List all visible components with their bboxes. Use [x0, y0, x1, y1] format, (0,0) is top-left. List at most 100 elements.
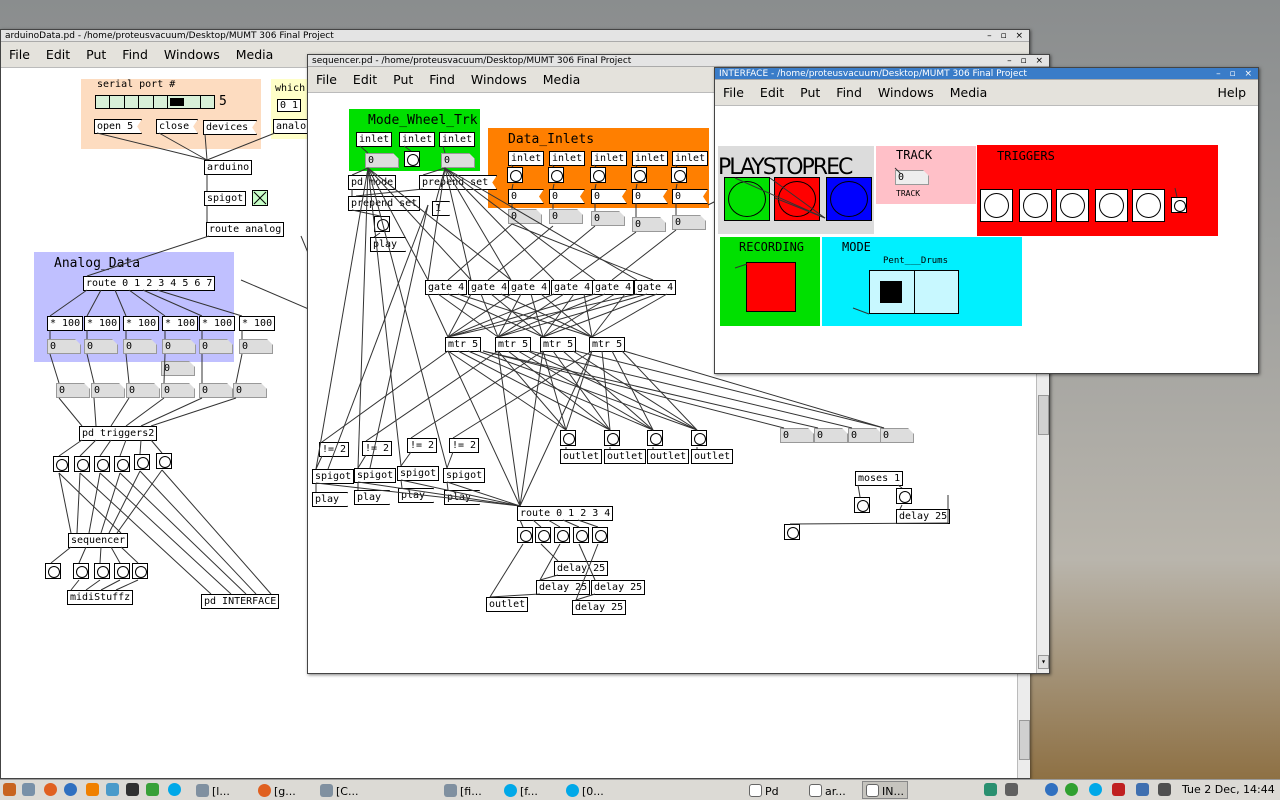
- menu-windows[interactable]: Windows: [470, 72, 527, 87]
- bang[interactable]: [517, 527, 533, 543]
- menu-media[interactable]: Media: [235, 47, 274, 62]
- bang[interactable]: [554, 527, 570, 543]
- menu-media[interactable]: Media: [542, 72, 581, 87]
- prepend-set-message[interactable]: prepend set: [419, 175, 497, 190]
- trigger-bang-3[interactable]: [1095, 189, 1128, 222]
- menu-file[interactable]: File: [9, 47, 30, 62]
- close-message[interactable]: close: [156, 119, 198, 134]
- taskbar-item-5[interactable]: [0...: [562, 781, 608, 799]
- app-icon[interactable]: [146, 783, 159, 796]
- outlet-object[interactable]: outlet: [560, 449, 603, 464]
- stop-bang[interactable]: [774, 177, 820, 221]
- taskbar-item-arduino[interactable]: ar...: [805, 781, 850, 799]
- bang[interactable]: [671, 167, 687, 183]
- message-one[interactable]: 1: [432, 201, 450, 216]
- gate-object[interactable]: gate 4: [508, 280, 551, 295]
- volume-icon[interactable]: [1158, 783, 1171, 796]
- bang[interactable]: [592, 527, 608, 543]
- sequencer-bang[interactable]: [94, 563, 110, 579]
- trigger-bang-0[interactable]: [980, 189, 1013, 222]
- delay-object[interactable]: delay 25: [572, 600, 627, 615]
- number-box[interactable]: 0: [199, 339, 233, 354]
- mtr-object[interactable]: mtr 5: [445, 337, 482, 352]
- delay-object[interactable]: delay 25: [554, 561, 609, 576]
- moses-object[interactable]: moses 1: [855, 471, 904, 486]
- number-box[interactable]: 0: [632, 217, 666, 232]
- inlet-object[interactable]: inlet: [672, 151, 709, 166]
- neq-object[interactable]: != 2: [449, 438, 480, 453]
- wifi-signal-icon[interactable]: [1136, 783, 1149, 796]
- number-box[interactable]: 0: [880, 428, 914, 443]
- mult-5[interactable]: * 100: [239, 316, 276, 331]
- tray-alert-icon[interactable]: [1112, 783, 1125, 796]
- interface-titlebar[interactable]: INTERFACE - /home/proteusvacuum/Desktop/…: [715, 68, 1258, 80]
- prepend-set-object[interactable]: prepend set: [348, 196, 421, 211]
- play-message[interactable]: play: [444, 490, 480, 505]
- outlet-object[interactable]: outlet: [647, 449, 690, 464]
- number-box[interactable]: 0: [123, 339, 157, 354]
- trigger-bang-small[interactable]: [1171, 197, 1187, 213]
- window-controls[interactable]: – ▫ ×: [1007, 56, 1046, 66]
- arduino-titlebar[interactable]: arduinoData.pd - /home/proteusvacuum/Des…: [1, 30, 1029, 42]
- outlet-object[interactable]: outlet: [604, 449, 647, 464]
- menu-file[interactable]: File: [723, 85, 744, 100]
- number-box[interactable]: 0: [126, 383, 160, 398]
- tray-check-icon[interactable]: [1065, 783, 1078, 796]
- spigot-object[interactable]: spigot: [443, 468, 486, 483]
- inlet-object[interactable]: inlet: [508, 151, 545, 166]
- number-box[interactable]: 0: [508, 209, 542, 224]
- trigger-bang[interactable]: [74, 456, 90, 472]
- menu-put[interactable]: Put: [800, 85, 821, 100]
- menu-put[interactable]: Put: [86, 47, 107, 62]
- gate-object[interactable]: gate 4: [425, 280, 468, 295]
- trigger-bang-2[interactable]: [1056, 189, 1089, 222]
- bang[interactable]: [560, 430, 576, 446]
- sequencer-bang[interactable]: [45, 563, 61, 579]
- gate-object[interactable]: gate 4: [634, 280, 677, 295]
- menu-media[interactable]: Media: [949, 85, 988, 100]
- spigot-object[interactable]: spigot: [354, 468, 397, 483]
- trigger-bang[interactable]: [114, 456, 130, 472]
- taskbar-item-2[interactable]: [C...: [316, 781, 362, 799]
- delay-object[interactable]: delay 25: [896, 509, 951, 524]
- menu-edit[interactable]: Edit: [352, 72, 378, 87]
- arduino-object[interactable]: arduino: [204, 160, 253, 175]
- outlet-object[interactable]: outlet: [691, 449, 734, 464]
- menu-find[interactable]: Find: [122, 47, 148, 62]
- skype-icon[interactable]: [168, 783, 181, 796]
- inlet-object[interactable]: inlet: [356, 132, 393, 147]
- number-box[interactable]: 0: [91, 383, 125, 398]
- mtr-object[interactable]: mtr 5: [540, 337, 577, 352]
- taskbar-item-interface[interactable]: IN...: [862, 781, 908, 799]
- play-message[interactable]: play: [370, 237, 406, 252]
- neq-object[interactable]: != 2: [319, 442, 350, 457]
- play-message[interactable]: play: [354, 490, 390, 505]
- interface-canvas[interactable]: PLAYSTOPREC TRACK 0 TRACK TRIGGERS RECOR…: [715, 108, 1258, 373]
- number-box[interactable]: 0: [161, 361, 195, 376]
- number-box[interactable]: 0: [814, 428, 848, 443]
- tray-browser-icon[interactable]: [1045, 783, 1058, 796]
- inlet-object[interactable]: inlet: [399, 132, 436, 147]
- spigot-object[interactable]: spigot: [397, 466, 440, 481]
- mtr-object[interactable]: mtr 5: [495, 337, 532, 352]
- trigger-bang[interactable]: [94, 456, 110, 472]
- sequencer-bang[interactable]: [73, 563, 89, 579]
- message-zero[interactable]: 0: [632, 189, 668, 204]
- number-box[interactable]: 0: [161, 383, 195, 398]
- rec-bang[interactable]: [826, 177, 872, 221]
- bang[interactable]: [590, 167, 606, 183]
- delay-object[interactable]: delay 25: [591, 580, 646, 595]
- inlet-object[interactable]: inlet: [439, 132, 476, 147]
- sequencer-bang[interactable]: [132, 563, 148, 579]
- number-box[interactable]: 0: [672, 215, 706, 230]
- play-bang[interactable]: [724, 177, 770, 221]
- menu-windows[interactable]: Windows: [163, 47, 220, 62]
- number-box[interactable]: 0: [239, 339, 273, 354]
- bang[interactable]: [896, 488, 912, 504]
- route-analog-object[interactable]: route analog: [206, 222, 285, 237]
- number-box[interactable]: 0: [780, 428, 814, 443]
- menu-put[interactable]: Put: [393, 72, 414, 87]
- menu-help[interactable]: Help: [1217, 85, 1247, 100]
- gate-object[interactable]: gate 4: [592, 280, 635, 295]
- play-message[interactable]: play: [312, 492, 348, 507]
